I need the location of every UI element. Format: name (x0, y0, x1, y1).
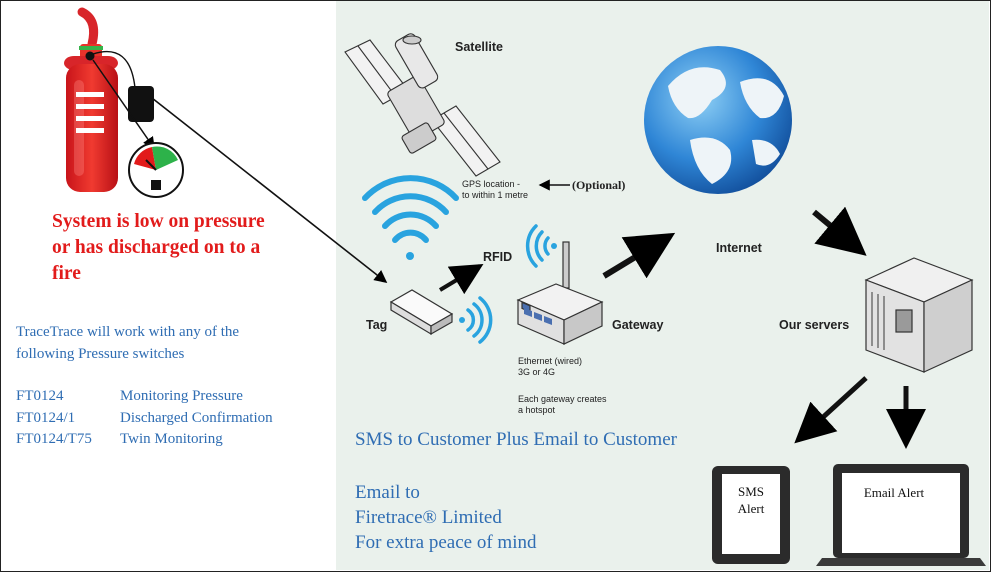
gateway-to-internet-arrow (602, 232, 676, 279)
server-icon (864, 257, 974, 373)
gateway-ports (524, 308, 552, 325)
connector-line (92, 59, 155, 150)
switch-code: FT0124/T75 (16, 431, 92, 447)
gps-line: GPS location - (462, 179, 521, 189)
switch-code: FT0124/1 (16, 409, 76, 426)
satellite-label: Satellite (455, 40, 503, 54)
gateway-signal-icon (525, 224, 557, 268)
rfid-label: RFID (483, 250, 513, 264)
internet-label: Internet (716, 241, 762, 255)
gps-location-label: GPS location - to within 1 metre (462, 179, 528, 201)
hotspot-line: a hotspot (518, 405, 556, 415)
intro-text: TraceTrace will work with any of the fol… (16, 321, 239, 365)
tag-device-icon (389, 289, 454, 336)
tablet-device-icon (712, 466, 790, 564)
pressure-alert-text: System is low on pressure or has dischar… (52, 209, 265, 287)
intro-line: following Pressure switches (16, 346, 185, 362)
switch-to-tag-arrow (151, 97, 388, 283)
switch-description: Monitoring Pressure (120, 388, 243, 404)
alert-line: or has discharged on to a (52, 237, 261, 258)
servers-label: Our servers (779, 318, 850, 332)
switch-description: Twin Monitoring (120, 431, 223, 447)
pressure-switch-icon (128, 86, 154, 122)
ethernet-note: Ethernet (wired) 3G or 4G (518, 356, 582, 378)
alert-line: System is low on pressure (52, 211, 265, 232)
tag-to-gateway-arrow (438, 263, 484, 295)
email-line: Firetrace® Limited (355, 507, 502, 528)
laptop-device-icon (816, 464, 986, 566)
pressure-gauge-icon (128, 142, 184, 198)
hotspot-line: Each gateway creates (518, 394, 607, 404)
email-line: Email to (355, 482, 420, 503)
internet-to-servers-arrow (812, 206, 867, 256)
sms-email-text: SMS to Customer Plus Email to Customer (355, 429, 677, 450)
tag-signal-icon (459, 296, 493, 344)
internet-globe-icon (644, 46, 792, 194)
satellite-icon (344, 33, 501, 177)
wifi-signal-icon (362, 175, 459, 260)
sms-alert-line: SMS (737, 484, 765, 499)
sms-alert-line: Alert (737, 501, 765, 516)
alert-line: fire (52, 263, 81, 284)
hotspot-note: Each gateway creates a hotspot (518, 394, 607, 416)
email-line: For extra peace of mind (355, 532, 537, 553)
tag-label: Tag (366, 318, 388, 332)
fire-extinguisher-icon (64, 7, 136, 192)
switch-code: FT0124 (16, 388, 64, 404)
gateway-label: Gateway (612, 318, 664, 332)
switch-description: Discharged Confirmation (120, 409, 273, 426)
sms-alert-text: SMS Alert (722, 483, 780, 517)
ethernet-line: 3G or 4G (518, 367, 556, 377)
ethernet-line: Ethernet (wired) (518, 356, 583, 366)
optional-label: (Optional) (572, 178, 626, 192)
email-alert-text: Email Alert (863, 485, 925, 500)
firetrace-email-text: Email to Firetrace® Limited For extra pe… (355, 480, 536, 555)
gps-line: to within 1 metre (462, 190, 529, 200)
intro-line: TraceTrace will work with any of the (16, 324, 240, 340)
server-to-sms-arrow (794, 376, 868, 444)
